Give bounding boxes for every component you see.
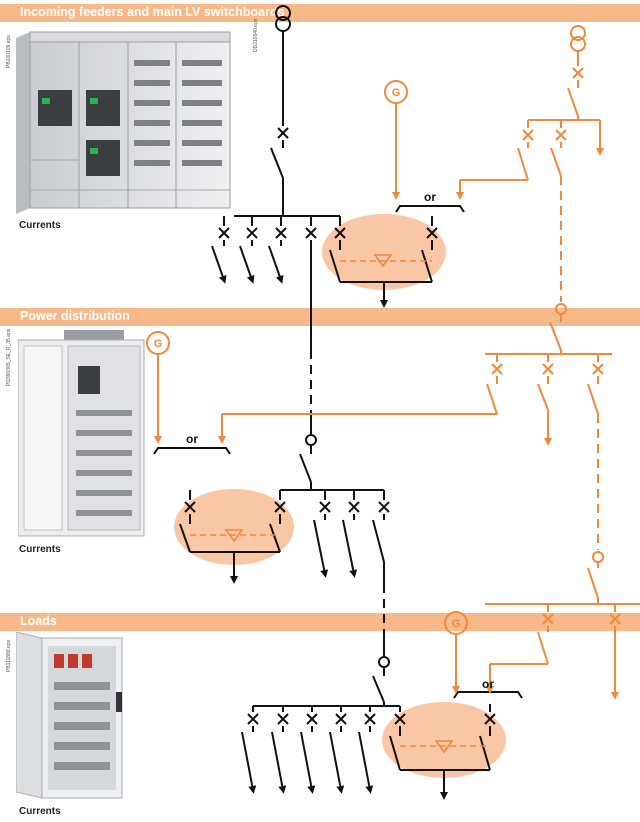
changeover-zone-main <box>322 214 446 290</box>
distribution-enclosure-photo <box>18 330 145 537</box>
main-switchboard-lines <box>211 5 465 318</box>
or-label-main: or <box>424 190 436 204</box>
caption-distribution: Currents <box>19 544 61 555</box>
or-label-loads: or <box>482 677 494 691</box>
section-title-incoming: Incoming feeders and main LV switchboard… <box>20 5 285 19</box>
section-band-loads: Loads <box>0 613 640 631</box>
section-band-incoming: Incoming feeders and main LV switchboard… <box>0 4 640 22</box>
generator-label-1: G <box>392 87 401 99</box>
section-title-distribution: Power distribution <box>20 309 130 323</box>
loads-lines <box>241 656 523 800</box>
caption-incoming: Currents <box>19 220 61 231</box>
loads-enclosure-photo <box>16 632 123 799</box>
section-band-distribution: Power distribution <box>0 308 640 326</box>
caption-loads: Currents <box>19 806 61 817</box>
or-label-distribution: or <box>186 432 198 446</box>
changeover-zone-distribution <box>174 489 294 565</box>
main-switchboard-photo <box>16 31 231 214</box>
changeover-zone-loads <box>382 702 506 778</box>
alternate-source-lines <box>384 25 604 200</box>
generator-label-2: G <box>154 338 163 350</box>
distribution-lines <box>153 434 390 584</box>
section-title-loads: Loads <box>20 614 57 628</box>
generator-label-3: G <box>452 618 461 630</box>
